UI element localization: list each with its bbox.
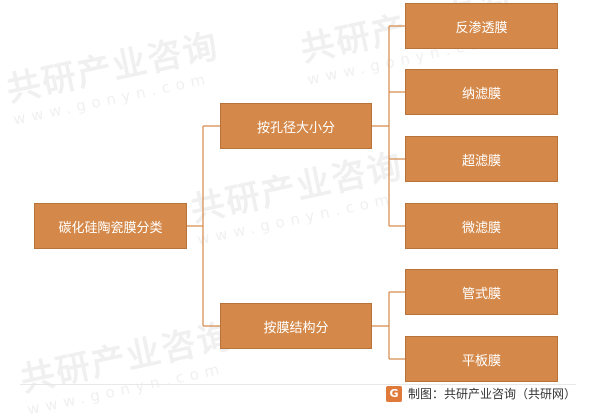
leaf-node: 平板膜: [405, 336, 558, 382]
leaf-node: 管式膜: [405, 269, 558, 315]
source-text: 制图：共研产业咨询（共研网）: [407, 387, 576, 401]
connector-lines: [187, 25, 405, 360]
branch-node-pore-size: 按孔径大小分: [220, 103, 372, 149]
divider: [20, 384, 576, 385]
brand-logo-icon: G: [385, 385, 402, 402]
leaf-node: 微滤膜: [405, 203, 558, 249]
branch-node-structure: 按膜结构分: [220, 303, 372, 349]
leaf-node: 纳滤膜: [405, 69, 558, 115]
leaf-node: 反渗透膜: [405, 3, 558, 49]
source-credit: G 制图：共研产业咨询（共研网）: [385, 385, 576, 402]
root-node: 碳化硅陶瓷膜分类: [34, 203, 187, 249]
leaf-node: 超滤膜: [405, 136, 558, 182]
